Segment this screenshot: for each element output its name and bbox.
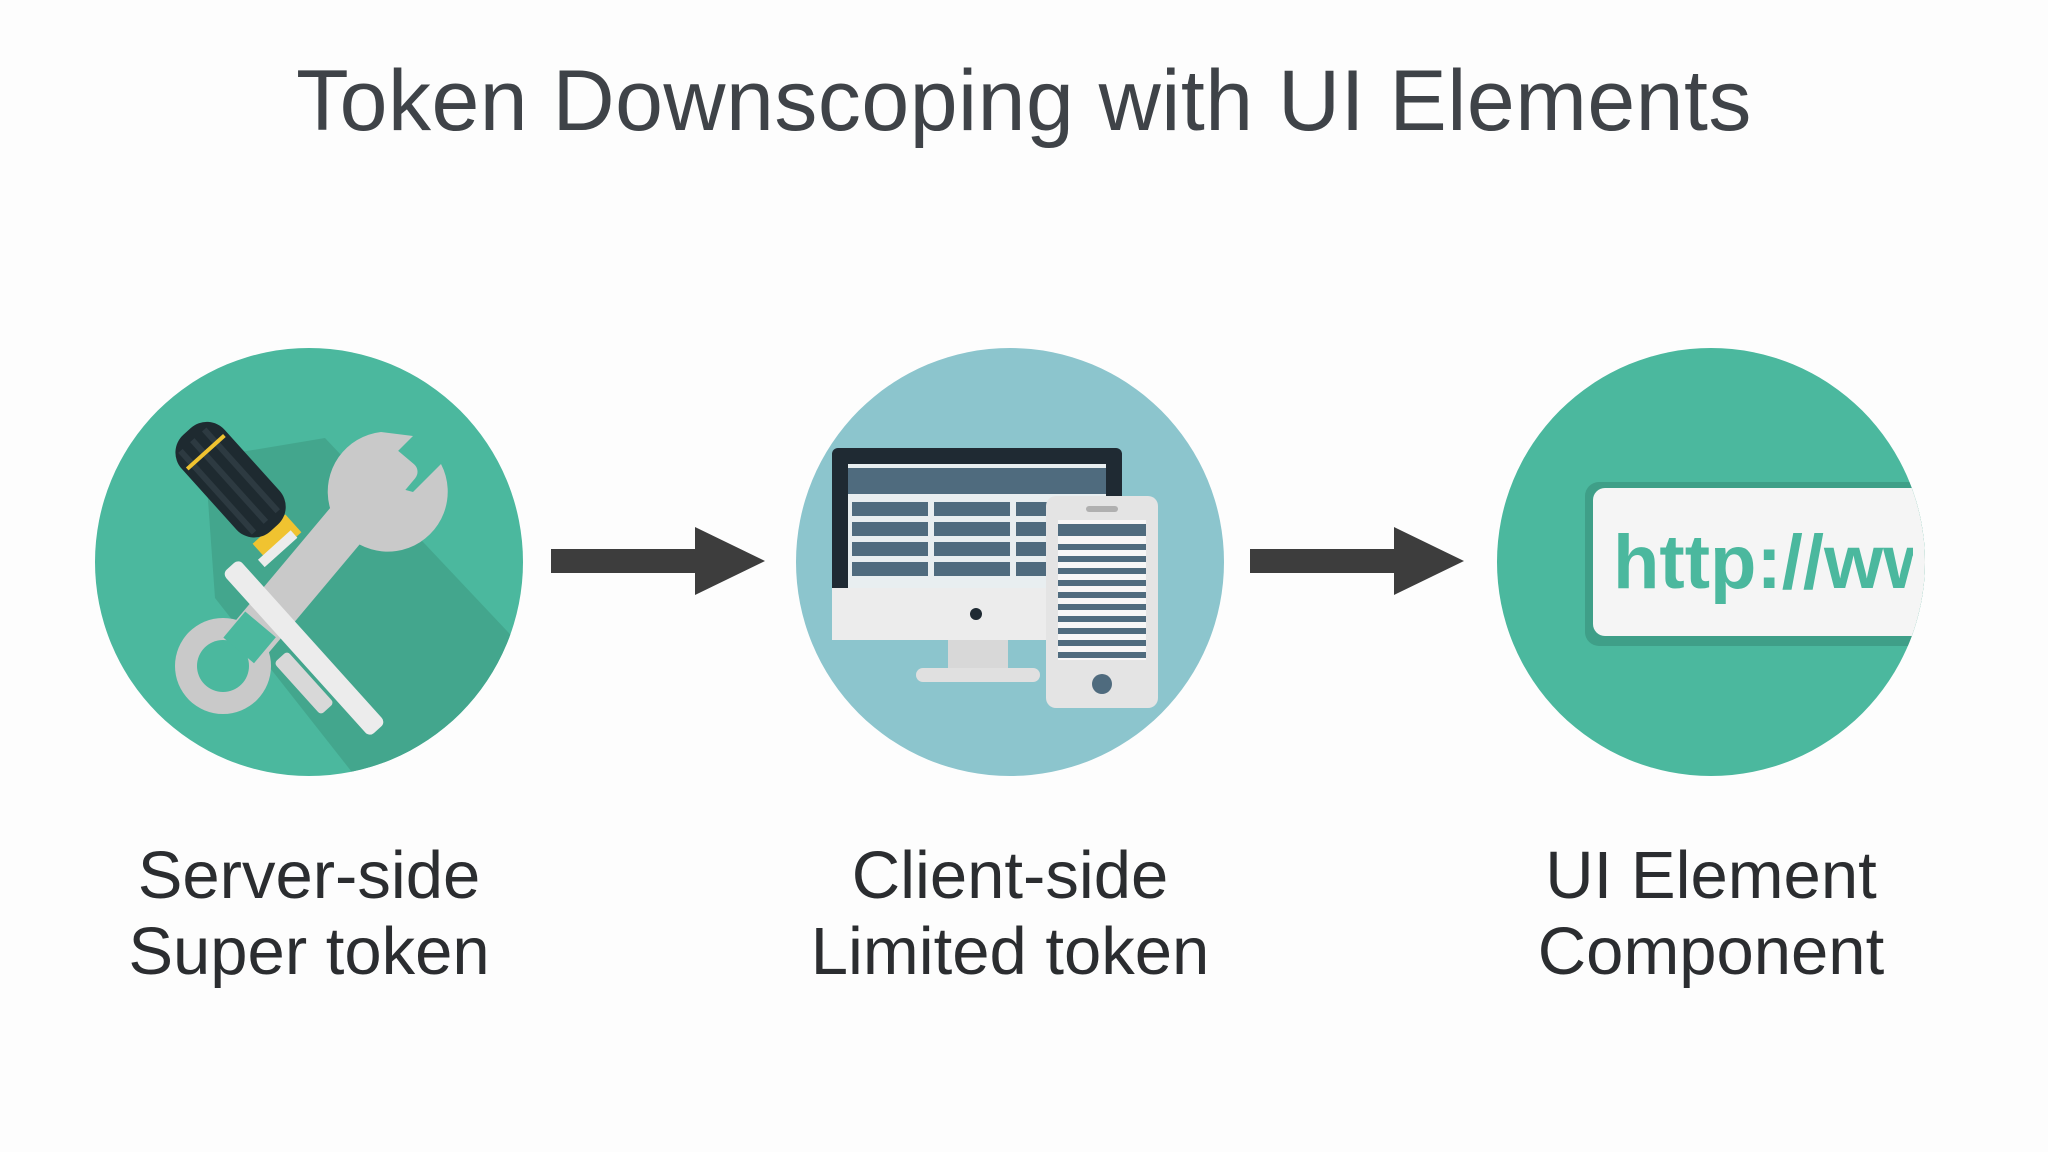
url-bar-icon: http://www: [1585, 482, 1925, 646]
server-side-caption: Server-side Super token: [29, 838, 589, 990]
caption-line: UI Element: [1545, 838, 1877, 913]
caption-line: Component: [1537, 914, 1885, 989]
caption-line: Client-side: [851, 838, 1169, 913]
arrow-right-icon: [1250, 527, 1464, 595]
url-text: http://www: [1613, 520, 1925, 605]
diagram-title: Token Downscoping with UI Elements: [296, 53, 1752, 149]
server-side-circle: [95, 348, 523, 776]
arrow-right-icon: [551, 527, 765, 595]
caption-line: Limited token: [810, 914, 1210, 989]
devices-icon: [832, 448, 1158, 708]
ui-element-caption: UI Element Component: [1431, 838, 1991, 990]
tools-icon: [175, 421, 523, 776]
caption-line: Server-side: [137, 838, 481, 913]
client-side-circle: [796, 348, 1224, 776]
caption-line: Super token: [128, 914, 490, 989]
client-side-caption: Client-side Limited token: [730, 838, 1290, 990]
ui-element-circle: http://www: [1497, 348, 1925, 776]
